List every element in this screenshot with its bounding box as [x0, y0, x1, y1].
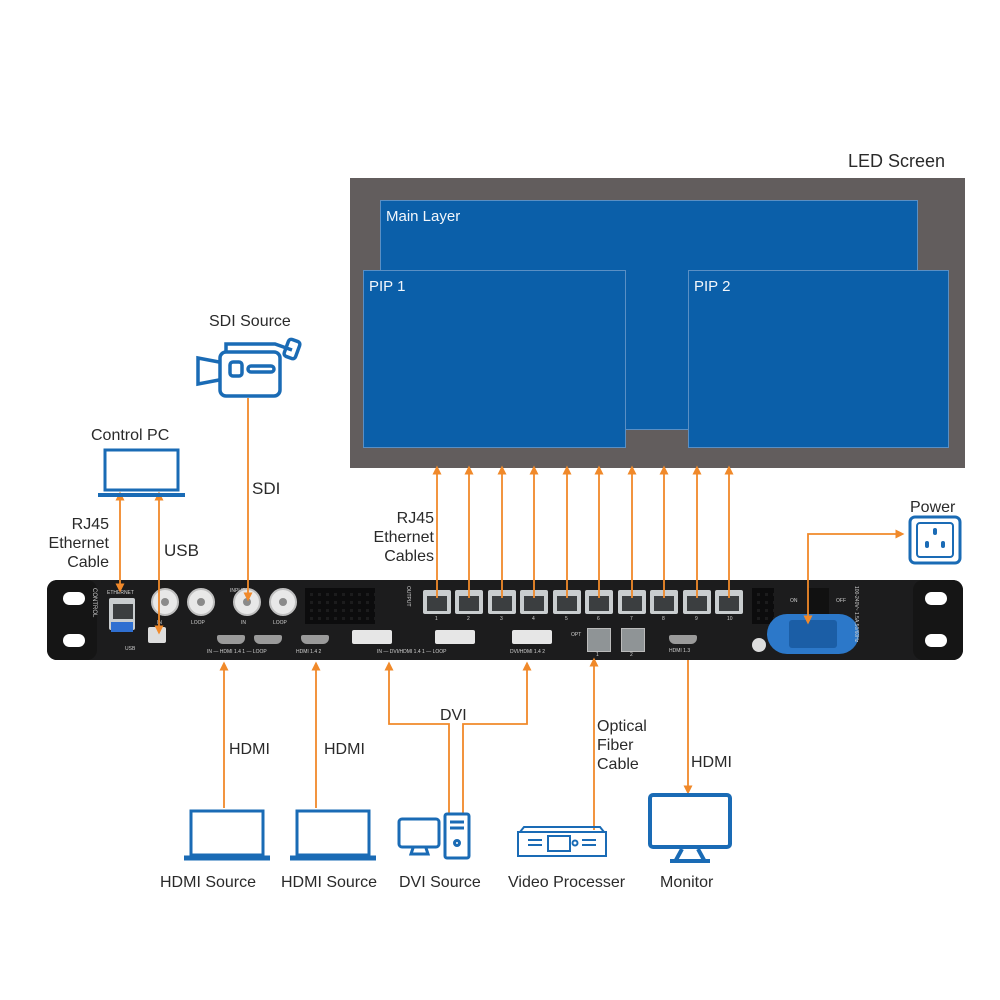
genlock-loop-bnc	[187, 588, 215, 616]
output-port-3	[488, 590, 516, 614]
rj45-control-cable-label: RJ45 Ethernet Cable	[48, 516, 109, 571]
dvi-loop-1-port	[435, 630, 475, 644]
hdmi2-label: HDMI 1.4 2	[296, 649, 322, 655]
hdmi-out-cable-label: HDMI	[691, 754, 732, 771]
dvi-cable-label: DVI	[440, 707, 467, 724]
output-port-number: 3	[500, 616, 503, 622]
output-port-number: 6	[597, 616, 600, 622]
dvi-wire-2	[462, 661, 532, 815]
output-port-5	[553, 590, 581, 614]
output-label: OUTPUT	[405, 586, 411, 607]
hdmi1-label: IN — HDMI 1.4 1 — LOOP	[207, 649, 267, 655]
main-layer-label: Main Layer	[386, 208, 461, 225]
power-rating: 100-240V~ 1.5A,50/60Hz	[853, 586, 859, 643]
dvi-wire-1	[384, 661, 450, 815]
hdmi-cable-label-1: HDMI	[229, 741, 270, 758]
rj45-output-cables-label: RJ45 Ethernet Cables	[373, 510, 434, 565]
power-switch	[807, 588, 829, 614]
output-port-number: 2	[467, 616, 470, 622]
rack-ear-left	[47, 580, 97, 660]
iec-power-inlet	[767, 614, 859, 654]
power-off-label: OFF	[836, 598, 846, 604]
monitor-icon	[648, 793, 732, 863]
output-port-1	[423, 590, 451, 614]
laptop-icon	[98, 448, 185, 497]
dvi2-label: DVI/HDMI 1.4 2	[510, 649, 546, 655]
output-port-number: 9	[695, 616, 698, 622]
laptop-icon	[290, 809, 376, 861]
hdmi-out-port	[669, 635, 697, 644]
pip1-label: PIP 1	[369, 278, 406, 295]
hdmi-source-2-label: HDMI Source	[281, 874, 378, 891]
usb-b-port	[148, 627, 166, 643]
opt-label: OPT	[571, 632, 582, 638]
power-on-label: ON	[790, 598, 798, 604]
pip2-label: PIP 2	[694, 278, 731, 295]
hdmi-in-2-port	[301, 635, 329, 644]
hdmi-source-1-label: HDMI Source	[160, 874, 257, 891]
sfp-2-label: 2	[630, 652, 633, 658]
dvi-source-label: DVI Source	[399, 874, 481, 891]
dvi-in-1-port	[352, 630, 392, 644]
vent-right	[752, 588, 774, 624]
video-processer-label: Video Processer	[508, 874, 626, 891]
genlock-loop-label: LOOP	[191, 620, 205, 626]
hdmi-cable-label-2: HDMI	[324, 741, 365, 758]
usb-cable-label: USB	[164, 541, 199, 560]
output-port-number: 8	[662, 616, 665, 622]
sfp-1-label: 1	[596, 652, 599, 658]
ground-terminal	[752, 638, 766, 652]
output-port-number: 7	[630, 616, 633, 622]
hdmi-out-label: HDMI 1.3	[669, 648, 691, 654]
camera-icon	[196, 337, 302, 398]
genlock-in-bnc	[151, 588, 179, 616]
led-screen-title: LED Screen	[848, 151, 946, 171]
fiber-cable-label: Optical Fiber Cable	[597, 718, 647, 773]
vent	[305, 588, 375, 624]
output-port-number: 1	[435, 616, 438, 622]
sdi-in-label: IN	[241, 620, 246, 626]
genlock-in-label: IN	[157, 620, 162, 626]
output-port-4	[520, 590, 548, 614]
led-screen: Main Layer PIP 1 PIP 2	[350, 178, 965, 468]
usb-a-port	[111, 622, 133, 632]
control-label: CONTROL	[91, 588, 97, 618]
hdmi-loop-1-port	[254, 635, 282, 644]
power-outlet-icon	[908, 515, 962, 565]
output-port-number: 10	[727, 616, 733, 622]
sdi-in-bnc	[233, 588, 261, 616]
output-port-number: 4	[532, 616, 535, 622]
output-port-7	[618, 590, 646, 614]
power-label: Power	[910, 499, 956, 516]
laptop-icon	[184, 809, 270, 861]
output-port-8	[650, 590, 678, 614]
dvi1-label: IN — DVI/HDMI 1.4 1 — LOOP	[377, 649, 447, 655]
output-port-number: 5	[565, 616, 568, 622]
video-processor-icon	[517, 826, 607, 857]
sdi-source-label: SDI Source	[209, 313, 291, 330]
dvi-in-2-port	[512, 630, 552, 644]
desktop-pc-icon	[397, 812, 471, 860]
rack-ear-right	[913, 580, 963, 660]
output-port-9	[683, 590, 711, 614]
output-port-6	[585, 590, 613, 614]
sfp-port-2	[621, 628, 645, 652]
ethernet-label: ETHERNET	[107, 590, 134, 596]
hdmi-in-1-port	[217, 635, 245, 644]
pip1-layer: PIP 1	[363, 270, 626, 448]
usb-label: USB	[125, 646, 136, 652]
sdi-loop-label: LOOP	[273, 620, 287, 626]
output-port-2	[455, 590, 483, 614]
led-controller-device: CONTROL ETHERNET USB IN LOOP INPUT IN LO…	[47, 580, 963, 660]
pip2-layer: PIP 2	[688, 270, 949, 448]
monitor-label: Monitor	[660, 874, 714, 891]
sfp-port-1	[587, 628, 611, 652]
sdi-loop-bnc	[269, 588, 297, 616]
control-pc-label: Control PC	[91, 427, 170, 444]
sdi-cable-label: SDI	[252, 479, 281, 498]
output-port-10	[715, 590, 743, 614]
